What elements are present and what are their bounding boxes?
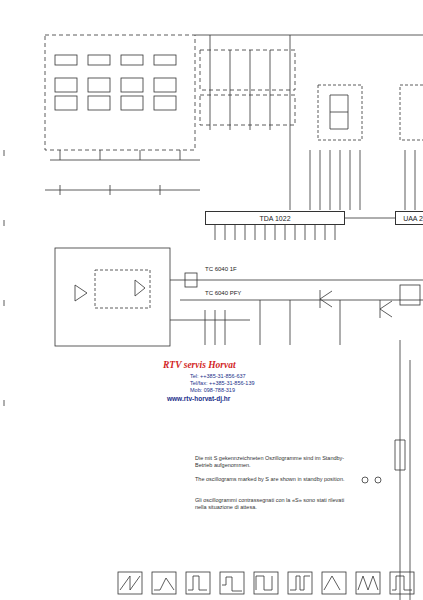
ic-label: TDA 1022 xyxy=(256,215,293,222)
schematic-stroke xyxy=(55,248,170,346)
schematic-stroke xyxy=(45,185,200,195)
schematic-stroke xyxy=(88,96,110,110)
wire xyxy=(345,218,395,219)
schematic-stroke xyxy=(45,35,195,150)
schematic-stroke xyxy=(392,576,412,590)
schematic-stroke xyxy=(55,96,77,110)
schematic-stroke xyxy=(330,95,348,129)
stamp-text: Tel: ++385-31-856-637 xyxy=(190,373,300,380)
stamp-text: Tel/fax: ++385-31-856-139 xyxy=(190,380,300,387)
schematic-stroke xyxy=(375,477,381,483)
schematic-stroke xyxy=(288,572,312,594)
schematic-stroke xyxy=(186,572,210,594)
schematic-stroke xyxy=(400,285,420,305)
schematic-stroke xyxy=(152,572,176,594)
schematic-stroke xyxy=(290,576,310,590)
stamp-text: Mob: 098-788-319 xyxy=(190,387,300,394)
schematic-stroke xyxy=(154,578,174,590)
schematic-stroke xyxy=(310,150,415,210)
schematic-stroke xyxy=(318,85,362,140)
schematic-stroke xyxy=(320,290,392,318)
schematic-stroke xyxy=(154,78,176,92)
schematic-stroke xyxy=(195,35,423,210)
schematic-stroke xyxy=(220,572,244,594)
schematic-stroke xyxy=(324,576,340,590)
schematic-stroke xyxy=(205,300,340,345)
schematic-stroke xyxy=(118,572,142,594)
schematic-stroke xyxy=(154,55,176,65)
schematic-stroke xyxy=(322,572,346,594)
schematic-stroke xyxy=(256,576,272,590)
schematic-stroke xyxy=(400,85,423,140)
schematic-stroke xyxy=(55,78,77,92)
schematic-stroke xyxy=(356,572,380,594)
schematic-stroke xyxy=(185,273,197,287)
schematic-stroke xyxy=(121,55,143,65)
ic-box: TDA 1022 xyxy=(205,211,345,225)
schematic-stroke xyxy=(50,150,200,160)
note-text: The oscillograms marked by S are shown i… xyxy=(195,476,345,483)
schematic-stroke xyxy=(120,576,140,590)
schematic-stroke xyxy=(395,340,410,600)
schematic-stroke xyxy=(222,577,242,591)
schematic-stroke xyxy=(88,55,110,65)
stamp-text: RTV servis Horvat xyxy=(163,360,273,371)
schematic-stroke xyxy=(200,95,295,125)
schematic-stroke xyxy=(215,225,335,240)
schematic-stroke xyxy=(358,576,378,590)
schematic-stroke xyxy=(4,150,5,406)
note-text: Die mit S gekennzeichneten Oszillogramme… xyxy=(195,455,345,468)
part-label: TC 6040 1F xyxy=(205,266,265,273)
schematic-stroke xyxy=(95,270,150,308)
schematic-stroke xyxy=(154,96,176,110)
schematic-stroke xyxy=(55,55,77,65)
part-label: TC 6040 PFY xyxy=(205,290,265,297)
schematic-stroke xyxy=(254,572,278,594)
schematic-stroke xyxy=(362,477,368,483)
stamp-text: www.rtv-horvat-dj.hr xyxy=(167,395,277,403)
schematic-stroke xyxy=(75,280,145,301)
schematic-stroke xyxy=(88,78,110,92)
ic-box: UAA 20 xyxy=(395,211,423,225)
schematic-stroke xyxy=(170,280,423,320)
schematic-stroke xyxy=(390,572,414,594)
schematic-stroke xyxy=(121,78,143,92)
note-text: Gli oscillogrammi contrassegnati con la … xyxy=(195,497,345,510)
schematic xyxy=(4,35,423,600)
schematic-stroke xyxy=(200,50,295,90)
ic-label: UAA 20 xyxy=(400,215,423,222)
schematic-stroke xyxy=(188,576,207,590)
schematic-stroke xyxy=(121,96,143,110)
